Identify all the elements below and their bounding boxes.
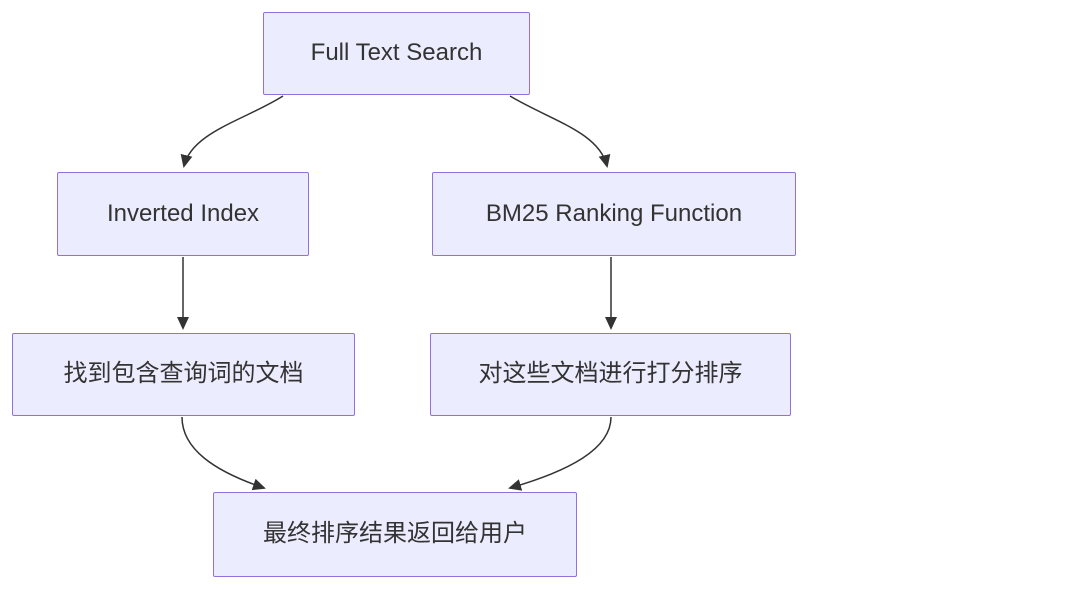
node-score-and-rank-docs: 对这些文档进行打分排序 bbox=[430, 333, 791, 416]
edge-find-matching-docs-to-return-final-ranking bbox=[181, 416, 266, 491]
node-bm25-ranking-function: BM25 Ranking Function bbox=[432, 172, 796, 256]
node-label: BM25 Ranking Function bbox=[485, 199, 743, 227]
node-label: 找到包含查询词的文档 bbox=[63, 360, 304, 388]
node-full-text-search: Full Text Search bbox=[263, 12, 530, 95]
node-label: 对这些文档进行打分排序 bbox=[478, 360, 743, 388]
node-return-final-ranking: 最终排序结果返回给用户 bbox=[213, 492, 577, 577]
node-label: 最终排序结果返回给用户 bbox=[263, 520, 527, 548]
edge-score-and-rank-docs-to-return-final-ranking bbox=[508, 416, 612, 491]
edge-full-text-search-to-bm25-ranking-function bbox=[509, 95, 611, 168]
node-label: Inverted Index bbox=[106, 199, 260, 227]
node-find-matching-docs: 找到包含查询词的文档 bbox=[12, 333, 355, 416]
node-inverted-index: Inverted Index bbox=[57, 172, 309, 256]
node-label: Full Text Search bbox=[310, 39, 483, 67]
edges bbox=[177, 95, 617, 491]
edge-full-text-search-to-inverted-index bbox=[180, 95, 284, 168]
